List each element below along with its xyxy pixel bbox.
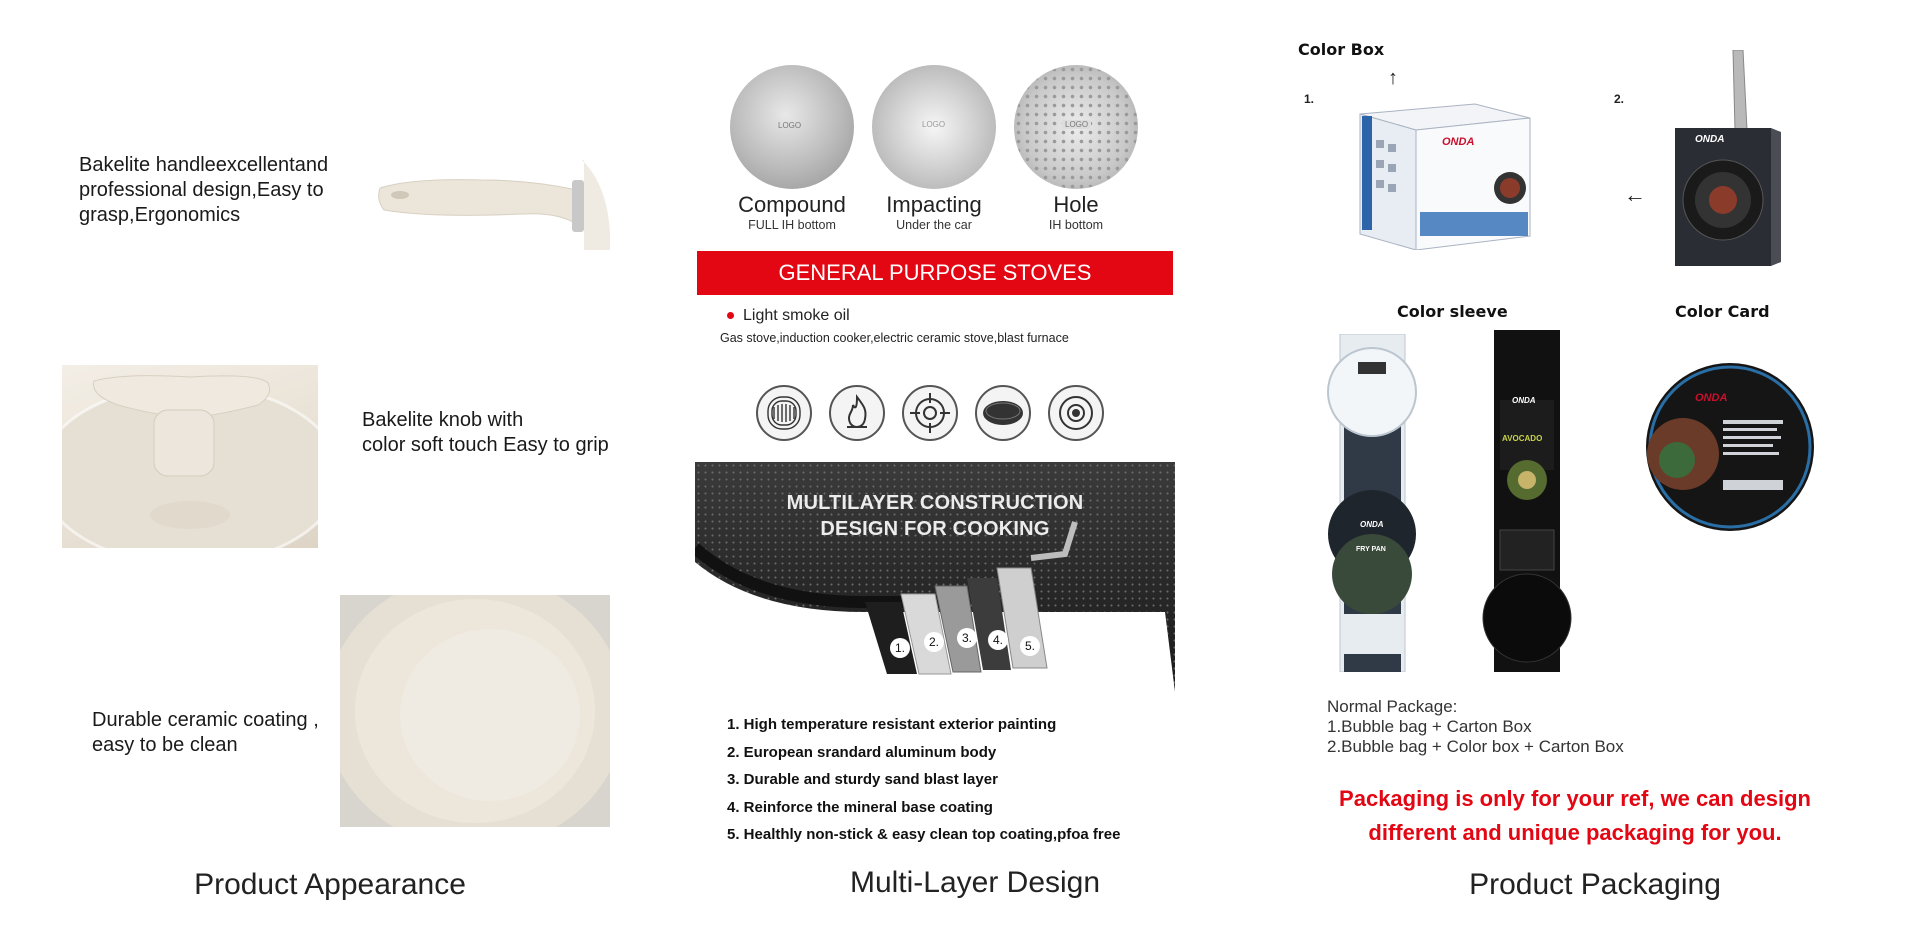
layer-number-5: 5. [1020,636,1040,656]
layer-number-4: 4. [988,630,1008,650]
construction-title: MULTILAYER CONSTRUCTION DESIGN FOR COOKI… [786,492,1084,540]
feature-knob-text: Bakelite knob with color soft touch Easy… [362,409,609,456]
appearance-section: Bakelite handleexcellentand professional… [0,0,640,947]
impacting-bottom-image: LOGO [872,65,996,189]
arrow-up-icon: ↑ [1388,67,1398,89]
layer-item: 4. Reinforce the mineral base coating [727,798,993,816]
coating-image [340,595,610,827]
color-card-image: ONDA [1645,362,1815,532]
gas-burner-icon [902,385,958,441]
multilayer-pan-image: MULTILAYER CONSTRUCTION DESIGN FOR COOKI… [695,462,1175,692]
normal-package-title: Normal Package: [1327,697,1458,716]
oil-bullet: Light smoke oil [727,307,850,325]
hole-label: Hole [1053,192,1099,217]
hole-bottom-image: LOGO [1014,65,1138,189]
brand-logo: ONDA [1512,396,1536,405]
color-sleeve-heading: Color sleeve [1397,302,1508,321]
color-card-heading: Color Card [1675,302,1770,321]
package-number-2: 2. [1614,92,1625,106]
appearance-caption: Product Appearance [194,868,466,901]
layer-item: 3. Durable and sturdy sand blast layer [727,771,998,788]
impacting-label: Impacting [886,192,982,217]
layer-list: 1. High temperature resistant exterior p… [727,711,1187,849]
multilayer-section: LOGO LOGO LOGO Compound Impacting Hole F… [640,0,1280,947]
bullet-dot-icon [727,312,734,320]
layer-item: 1. High temperature resistant exterior p… [727,716,1057,733]
normal-package-item: 1.Bubble bag + Carton Box [1327,717,1532,736]
impacting-sub: Under the car [896,218,972,232]
fry-pan-label: FRY PAN [1356,546,1386,553]
normal-package-block: Normal Package: 1.Bubble bag + Carton Bo… [1327,697,1624,757]
induction-coil-icon [756,385,812,441]
brand-logo: ONDA [1695,134,1725,145]
knob-image [38,365,342,567]
color-sleeve-image-2: ONDA AVOCADO [1472,330,1582,672]
color-box-image: ONDA [1350,100,1535,251]
hot-plate-icon [1048,385,1104,441]
packaging-note: Packaging is only for your ref, we can d… [1339,786,1811,845]
packaging-section: Color Box ↑ 1. 2. ONDA ← ONDA Color slee… [1280,0,1920,947]
ceramic-plate-icon [975,385,1031,441]
packaging-caption: Product Packaging [1469,868,1721,901]
hole-sub: IH bottom [1048,218,1104,232]
handle-image [372,150,611,250]
layer-item: 2. European srandard aluminum body [727,743,997,761]
brand-logo: ONDA [1442,136,1475,148]
feature-handle-text: Bakelite handleexcellentand professional… [79,154,329,226]
compound-sub: FULL IH bottom [748,218,836,232]
avocado-label: AVOCADO [1502,434,1543,443]
layer-number-3: 3. [957,628,977,648]
feature-coating-text: Durable ceramic coating , easy to be cle… [92,709,319,756]
compound-label: Compound [738,192,846,217]
brand-logo: ONDA [1360,520,1384,529]
brand-logo: ONDA [1695,392,1728,404]
color-sleeve-image-1: ONDA FRY PAN [1320,333,1425,673]
multilayer-caption: Multi-Layer Design [849,866,1101,899]
layer-number-2: 2. [924,632,944,652]
frying-pan-box-image: ONDA [1673,49,1783,270]
package-number-1: 1. [1304,92,1315,106]
general-purpose-banner: GENERAL PURPOSE STOVES [697,251,1173,295]
normal-package-item: 2.Bubble bag + Color box + Carton Box [1327,737,1624,756]
stove-types-text: Gas stove,induction cooker,electric cera… [720,331,1069,345]
layer-number-1: 1. [890,638,910,658]
layer-item: 5. Healthly non-stick & easy clean top c… [727,826,1121,843]
color-box-heading: Color Box [1298,40,1385,59]
flame-icon [829,385,885,441]
arrow-left-icon: ← [1624,182,1646,207]
compound-bottom-image: LOGO [730,65,854,189]
